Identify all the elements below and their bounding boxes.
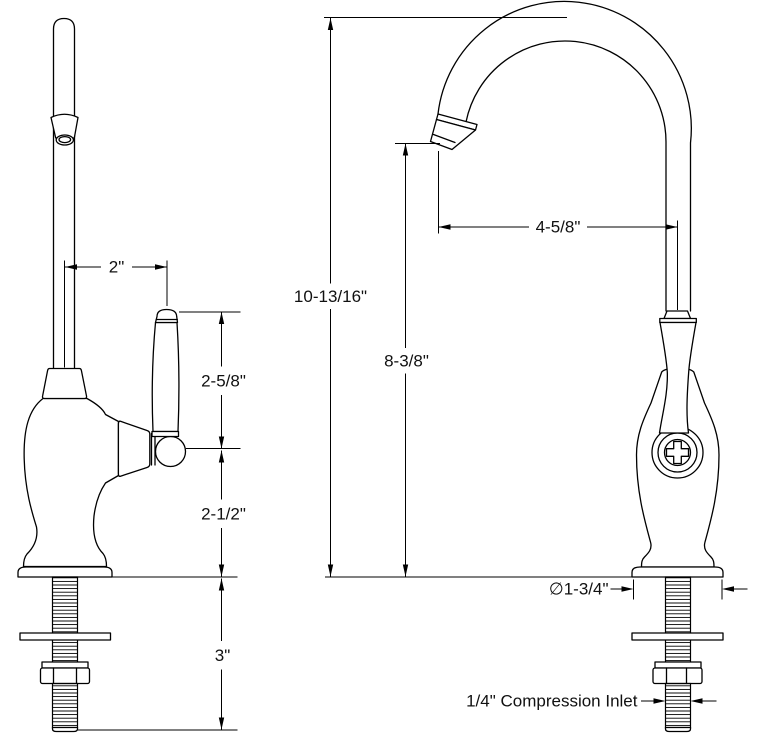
- dimension-overall-height: 10-13/16": [294, 17, 632, 578]
- shank-thread-lower: [51, 682, 79, 729]
- shank-end-cap: [664, 726, 692, 733]
- hex-nut: [39, 667, 91, 685]
- aerator-cone: [50, 113, 79, 139]
- dimension-shank-length: 3": [78, 576, 238, 731]
- dimension-annotations: 2" 2-5/8" 2-1/2" 3" 10-13/16": [64, 17, 748, 731]
- extension-line: [633, 579, 723, 600]
- extension-line: [438, 151, 678, 310]
- arrowhead: [65, 264, 167, 270]
- side-view: [17, 17, 187, 733]
- dimension-body-height: 2-1/2": [201, 450, 246, 577]
- handle-lever: [151, 321, 180, 433]
- dim-label-handle-offset: 2": [109, 258, 125, 277]
- extension-line: [324, 17, 632, 578]
- dim-label-body-height: 2-1/2": [201, 505, 246, 524]
- aerator-nozzle-line: [432, 133, 456, 144]
- handle-neck-lines: [150, 432, 156, 466]
- gooseneck-inner-edge: [465, 40, 667, 312]
- extension-line: [64, 260, 168, 368]
- dimension-handle-offset: 2": [64, 258, 168, 368]
- lock-washer: [41, 661, 89, 669]
- extension-line: [179, 311, 241, 449]
- dimension-spout-outlet-height: 8-3/8": [384, 143, 440, 577]
- dim-label-overall-height: 10-13/16": [294, 287, 367, 306]
- shank-thread-lower: [664, 682, 692, 729]
- dim-label-spout-outlet-height: 8-3/8": [384, 352, 429, 371]
- mounting-shank-side: [19, 576, 112, 733]
- mounting-plate-washer: [19, 632, 112, 641]
- phillips-screw-icon: [665, 440, 690, 465]
- dimension-base-diameter: ∅1-3/4": [549, 579, 748, 600]
- faucet-body-side: [22, 397, 120, 568]
- front-view: [429, 0, 724, 733]
- dim-label-spout-reach: 4-5/8": [536, 218, 581, 237]
- lock-washer: [654, 661, 702, 669]
- mounting-plate-washer: [631, 632, 724, 641]
- dim-label-inlet-note: 1/4" Compression Inlet: [466, 692, 638, 711]
- dimension-spout-reach: 4-5/8": [438, 151, 678, 310]
- handle-lever-base-band: [151, 430, 180, 438]
- shank-thread-upper: [51, 576, 79, 663]
- aerator-outlet-rim: [58, 135, 72, 144]
- dim-label-handle-length: 2-5/8": [201, 372, 246, 391]
- extension-line: [78, 576, 238, 731]
- dimension-handle-length: 2-5/8": [179, 311, 246, 449]
- dim-label-shank-length: 3": [215, 646, 231, 665]
- handle-collar-front: [663, 310, 692, 320]
- shank-end-cap: [51, 726, 79, 733]
- spout-riser-tube: [52, 17, 76, 369]
- handle-mount-bell: [117, 420, 151, 477]
- dimension-inlet-note: 1/4" Compression Inlet: [466, 692, 717, 711]
- hex-nut-facets: [665, 667, 688, 685]
- handle-blade-front: [658, 321, 697, 434]
- dim-label-base-diameter: ∅1-3/4": [549, 580, 609, 599]
- aerator-nozzle: [429, 118, 477, 151]
- body-collar: [41, 367, 88, 400]
- shank-thread-upper: [664, 576, 692, 663]
- mounting-shank-front: [631, 576, 724, 733]
- arrowhead: [653, 698, 703, 704]
- handle-neck-fill: [150, 433, 156, 465]
- base-flange-side: [17, 566, 113, 578]
- gooseneck-fill: [430, 1, 692, 312]
- hex-nut-facets: [52, 667, 78, 685]
- handle-tip-cap: [154, 308, 179, 324]
- gooseneck-outer-edge: [437, 0, 692, 312]
- hex-nut: [652, 667, 703, 685]
- handle-ball-joint: [154, 435, 187, 468]
- base-flange-front: [631, 566, 724, 578]
- aerator-front: [429, 113, 478, 151]
